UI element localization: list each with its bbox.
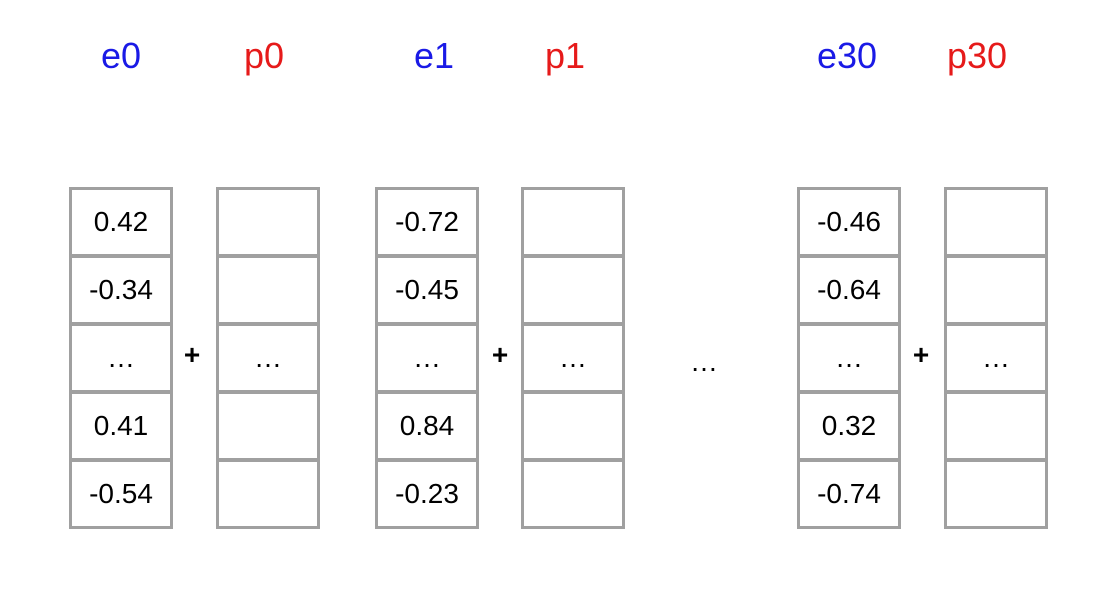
- vector-cell: 0.41: [69, 391, 173, 461]
- embedding-label-e0: e0: [100, 35, 142, 76]
- embedding-vector-e1: -0.72 -0.45 … 0.84 -0.23: [375, 187, 479, 529]
- vector-cell: [216, 459, 320, 529]
- vector-cell: [521, 255, 625, 325]
- embedding-label-e1: e1: [413, 35, 455, 76]
- vector-cell: [521, 187, 625, 257]
- vector-cell: [521, 459, 625, 529]
- vector-cell: 0.32: [797, 391, 901, 461]
- vector-cell: -0.72: [375, 187, 479, 257]
- vector-cell: …: [521, 323, 625, 393]
- embedding-vector-e0: 0.42 -0.34 … 0.41 -0.54: [69, 187, 173, 529]
- vector-cell: …: [944, 323, 1048, 393]
- vector-cell: …: [375, 323, 479, 393]
- vector-cell: [216, 255, 320, 325]
- vector-cell: [944, 391, 1048, 461]
- position-vector-p1: …: [521, 187, 625, 529]
- embedding-vector-e30: -0.46 -0.64 … 0.32 -0.74: [797, 187, 901, 529]
- vector-cell: 0.84: [375, 391, 479, 461]
- vector-cell: …: [797, 323, 901, 393]
- vector-cell: -0.54: [69, 459, 173, 529]
- vector-cell: [521, 391, 625, 461]
- vector-cell: -0.45: [375, 255, 479, 325]
- vector-cell: -0.34: [69, 255, 173, 325]
- plus-operator: +: [183, 339, 201, 370]
- vector-cell: -0.74: [797, 459, 901, 529]
- position-label-p0: p0: [243, 35, 285, 76]
- vector-cell: [944, 255, 1048, 325]
- plus-operator: +: [491, 339, 509, 370]
- position-vector-p0: …: [216, 187, 320, 529]
- vector-cell: 0.42: [69, 187, 173, 257]
- vector-cell: -0.46: [797, 187, 901, 257]
- vector-cell: -0.23: [375, 459, 479, 529]
- embedding-label-e30: e30: [816, 35, 878, 76]
- vector-cell: [216, 391, 320, 461]
- vector-cell: -0.64: [797, 255, 901, 325]
- vector-cell: [944, 187, 1048, 257]
- position-vector-p30: …: [944, 187, 1048, 529]
- vector-cell: [216, 187, 320, 257]
- position-label-p1: p1: [544, 35, 586, 76]
- position-label-p30: p30: [946, 35, 1008, 76]
- vector-cell: …: [216, 323, 320, 393]
- plus-operator: +: [912, 339, 930, 370]
- vector-cell: [944, 459, 1048, 529]
- vector-cell: …: [69, 323, 173, 393]
- between-pairs-ellipsis: …: [690, 346, 718, 377]
